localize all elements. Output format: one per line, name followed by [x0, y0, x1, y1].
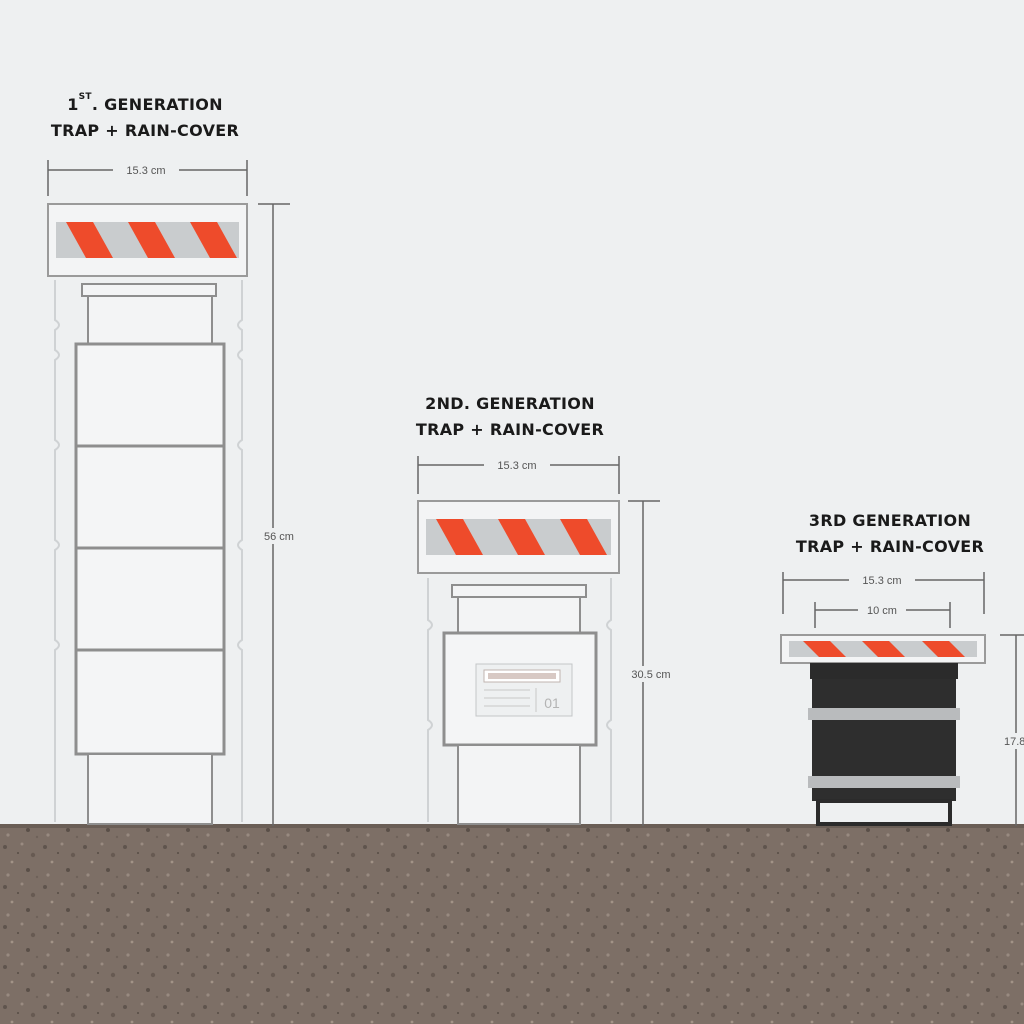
trap-3-band [808, 708, 960, 720]
trap-3-inner-width-dimension: 10 cm [814, 602, 951, 628]
trap-1-width-dimension: 15.3 cm [47, 160, 248, 196]
trap-3: 15.3 cm 10 cm 17.8 [780, 572, 1024, 826]
trap-2-neck [457, 596, 581, 634]
trap-3-height-dimension: 17.8 [1000, 634, 1024, 826]
trap-2: 15.3 cm 01 30.5 cm [417, 456, 682, 826]
trap-2-height-dimension: 30.5 cm [620, 500, 682, 826]
trap-1-title-number: 1 [67, 95, 79, 114]
trap-3-stripe [862, 641, 905, 657]
trap-3-stripe [922, 641, 965, 657]
trap-1-base [87, 753, 213, 825]
trap-3-band [808, 776, 960, 788]
trap-2-top-cap [451, 584, 587, 598]
trap-3-title-line1: 3RD GENERATION [808, 511, 972, 530]
trap-1-ghost-outline [54, 280, 243, 822]
trap-1-title-line1: 1ST. GENERATION [30, 92, 260, 118]
trap-2-title: 2ND. GENERATION TRAP + RAIN-COVER [395, 391, 625, 443]
trap-1-top-cap [81, 283, 217, 297]
trap-1-section [74, 444, 226, 550]
trap-1-section [74, 342, 226, 448]
trap-1-section [74, 648, 226, 756]
trap-2-width-dimension: 15.3 cm [417, 456, 620, 494]
trap-2-title-line2: TRAP + RAIN-COVER [415, 420, 605, 439]
trap-2-title-line1: 2ND. GENERATION [425, 394, 595, 413]
trap-2-height-label: 30.5 cm [631, 669, 670, 681]
trap-2-base [457, 744, 581, 825]
trap-1-width-label: 15.3 cm [126, 165, 165, 177]
trap-1: 15.3 cm 56 cm [47, 160, 302, 826]
trap-2-stripe [498, 519, 545, 555]
trap-1-stripe [128, 222, 175, 258]
trap-3-base [816, 799, 952, 826]
trap-3-inner-width-label: 10 cm [867, 605, 897, 617]
trap-3-stripe [803, 641, 846, 657]
trap-1-stripe [66, 222, 113, 258]
trap-3-width-dimension: 15.3 cm [782, 572, 985, 614]
trap-1-title-ordinal: ST [78, 92, 92, 102]
trap-1-height-dimension: 56 cm [256, 203, 302, 826]
trap-1-title-line2: TRAP + RAIN-COVER [50, 121, 240, 140]
trap-1-section [74, 546, 226, 652]
trap-2-stripe [560, 519, 607, 555]
trap-1-title: 1ST. GENERATION TRAP + RAIN-COVER [30, 92, 260, 144]
trap-3-height-label: 17.8 [1004, 736, 1024, 748]
trap-3-width-label: 15.3 cm [862, 575, 901, 587]
trap-2-ghost-outline [427, 578, 612, 822]
ground-edge [0, 824, 1024, 828]
trap-2-width-label: 15.3 cm [497, 460, 536, 472]
trap-2-panel-label: 01 [544, 695, 560, 711]
trap-1-title-generation: . GENERATION [91, 95, 223, 114]
trap-1-neck [87, 295, 213, 345]
trap-3-title-line2: TRAP + RAIN-COVER [795, 537, 985, 556]
trap-1-height-label: 56 cm [264, 531, 294, 543]
trap-3-upper-ring [810, 663, 958, 679]
trap-3-title: 3RD GENERATION TRAP + RAIN-COVER [775, 508, 1005, 560]
trap-2-stripe [436, 519, 483, 555]
trap-1-stripe [190, 222, 237, 258]
ground [0, 826, 1024, 1024]
